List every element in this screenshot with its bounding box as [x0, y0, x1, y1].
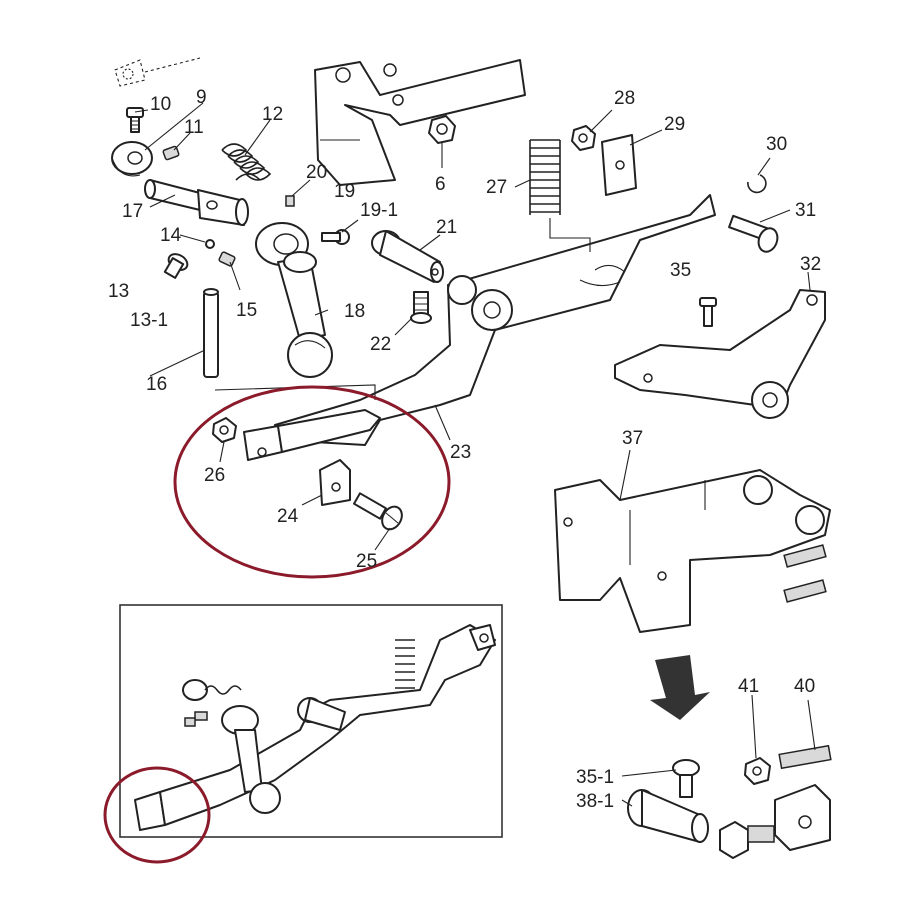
label-part-15: 15 — [236, 300, 257, 321]
label-part-23: 23 — [450, 442, 471, 463]
screw-part-25 — [353, 492, 403, 531]
label-part-37: 37 — [622, 428, 643, 449]
label-part-35-1: 35-1 — [576, 767, 614, 788]
stud-part-21 — [371, 230, 444, 283]
label-part-29: 29 — [664, 114, 685, 135]
screw-frame-right — [783, 544, 827, 603]
nut-part-28 — [571, 125, 596, 151]
label-part-13: 13 — [108, 281, 129, 302]
lever-part-18 — [255, 222, 333, 378]
ball-part-14 — [205, 239, 215, 249]
label-part-11: 11 — [184, 117, 204, 138]
label-part-6: 6 — [435, 174, 446, 195]
label-part-38-1: 38-1 — [576, 791, 614, 812]
label-part-31: 31 — [795, 200, 816, 221]
screw-part-40 — [778, 744, 832, 770]
label-part-32: 32 — [800, 254, 821, 275]
spring-part-27 — [529, 139, 561, 215]
screw-part-19 — [321, 229, 350, 245]
spring-part-12 — [221, 143, 272, 181]
label-part-13-1: 13-1 — [130, 310, 168, 331]
label-part-26: 26 — [204, 465, 225, 486]
label-part-14: 14 — [160, 225, 182, 246]
top-frame-part — [314, 59, 526, 186]
label-part-19: 19 — [334, 181, 355, 202]
stud-part-38-1 — [627, 789, 709, 843]
label-part-16: 16 — [146, 374, 167, 395]
screw-part-22 — [410, 291, 432, 324]
link-bottom — [774, 784, 831, 851]
label-part-17: 17 — [122, 201, 143, 222]
main-lever-part-23 — [274, 194, 716, 446]
screw-part-35 — [699, 297, 717, 327]
label-part-41: 41 — [738, 676, 759, 697]
nut-part-6 — [428, 115, 456, 168]
bracket-part-24 — [319, 459, 351, 506]
highlight-circle-main — [173, 385, 451, 579]
label-part-35: 35 — [670, 260, 691, 281]
label-part-40: 40 — [794, 676, 815, 697]
label-part-21: 21 — [436, 217, 457, 238]
assembly-inset — [119, 604, 503, 838]
frame-part-37 — [554, 469, 831, 633]
bracket-part-32 — [614, 289, 826, 419]
spring-part-15 — [218, 251, 236, 267]
screw-part-13 — [163, 253, 189, 279]
retaining-ring-part-30 — [747, 174, 767, 194]
screw-part-10 — [126, 107, 144, 133]
label-part-25: 25 — [356, 551, 377, 572]
block-part-29 — [601, 134, 637, 196]
lever-end-block — [243, 409, 381, 461]
label-part-27: 27 — [486, 177, 507, 198]
collar-part-9 — [111, 141, 153, 177]
highlight-circle-inset — [103, 766, 211, 864]
screw-part-35-1 — [672, 759, 700, 798]
label-part-18: 18 — [344, 301, 365, 322]
screw-part-31 — [728, 214, 779, 253]
label-part-28: 28 — [614, 88, 635, 109]
dotted-reference-part — [114, 57, 201, 87]
pin-part-16 — [203, 288, 219, 378]
label-part-9: 9 — [196, 87, 207, 108]
label-part-20: 20 — [306, 162, 327, 183]
label-part-30: 30 — [766, 134, 787, 155]
arrow-down-icon — [650, 655, 710, 720]
label-part-24: 24 — [277, 506, 299, 527]
nut-part-41 — [744, 757, 771, 785]
label-part-19-1: 19-1 — [360, 200, 398, 221]
leader-lines — [134, 102, 816, 807]
setscrew-part-11 — [162, 145, 180, 161]
label-part-10: 10 — [150, 94, 171, 115]
bolt-bottom — [719, 821, 775, 859]
nut-part-26 — [212, 417, 237, 443]
label-part-12: 12 — [262, 104, 283, 125]
callout-labels: 9 10 11 12 6 28 29 27 30 31 17 20 19 19-… — [108, 87, 821, 812]
label-part-22: 22 — [370, 334, 391, 355]
pin-part-20 — [285, 195, 295, 207]
